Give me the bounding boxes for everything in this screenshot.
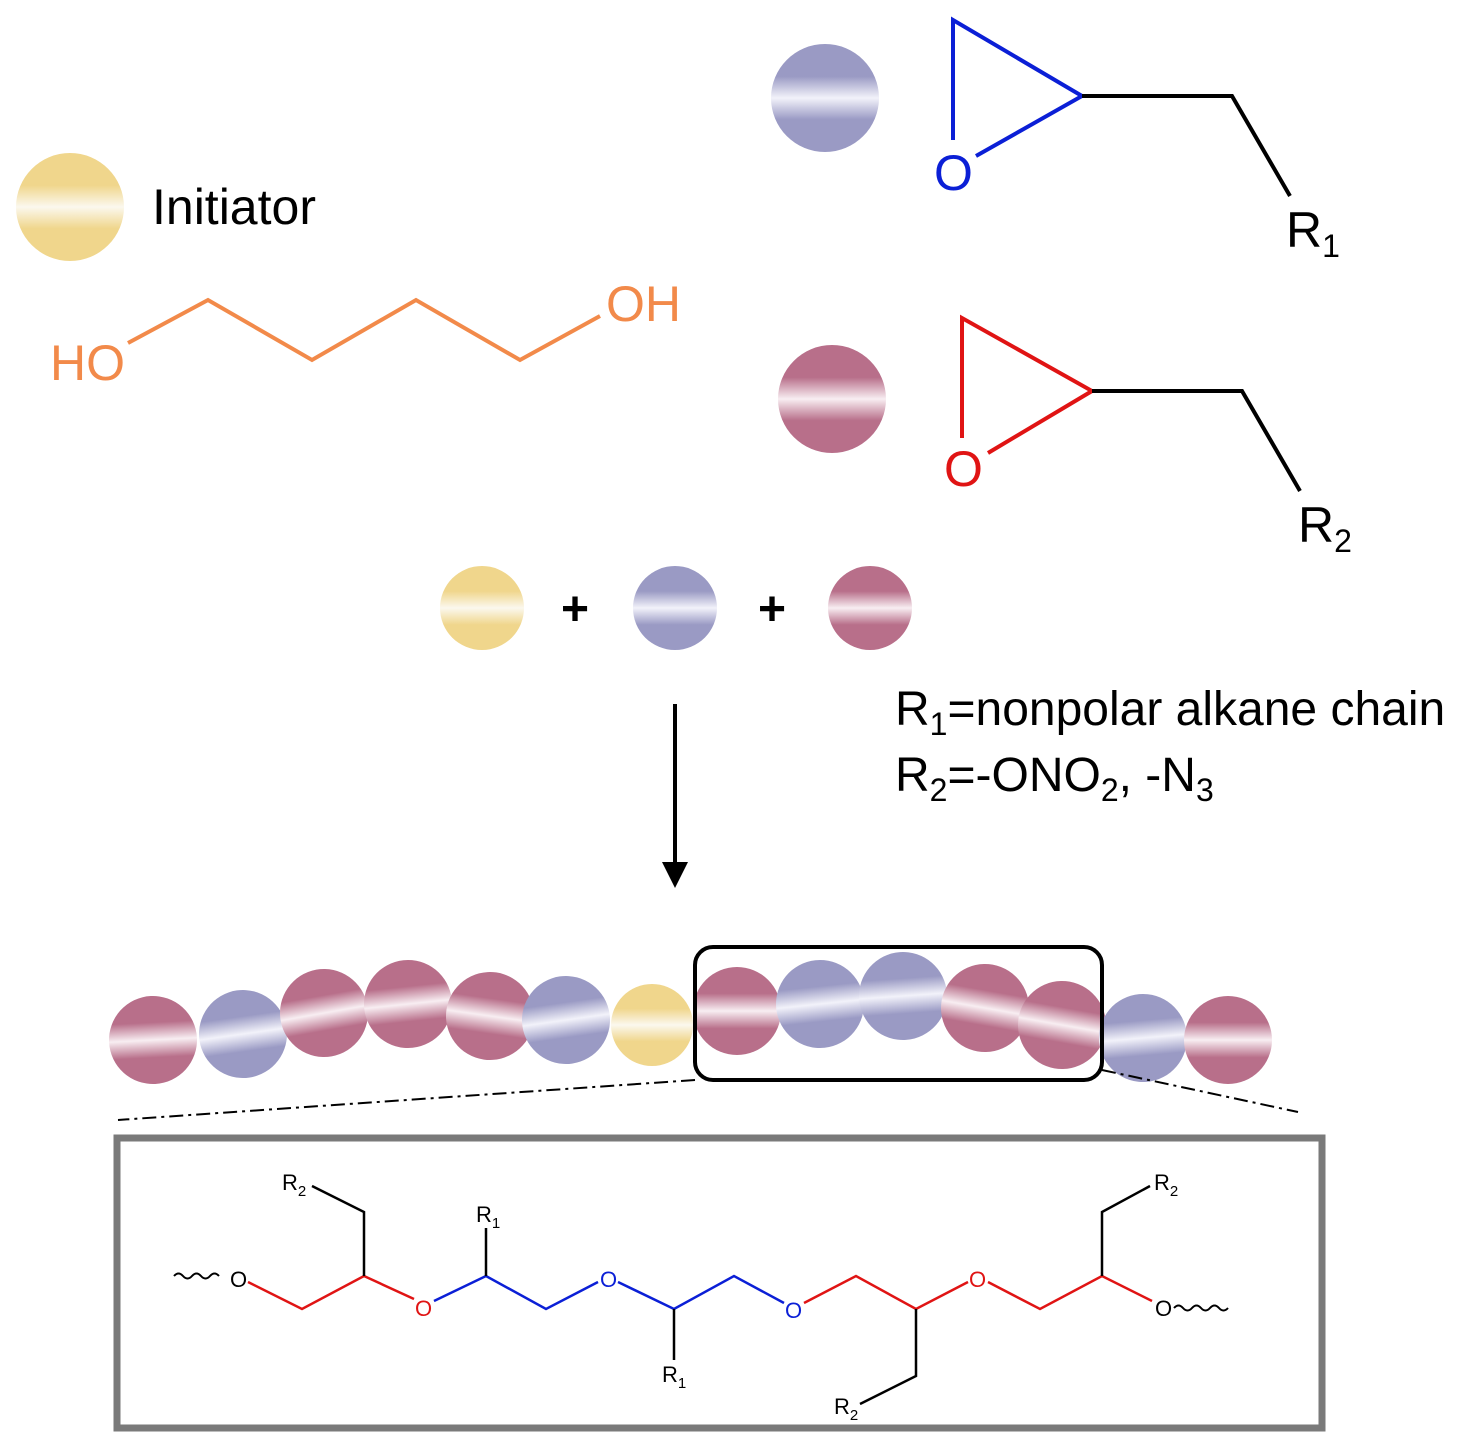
chain-bead-monomer-1 xyxy=(859,952,947,1040)
plus-sign-2: + xyxy=(758,583,786,636)
plus-sign-1: + xyxy=(561,583,589,636)
zoom-substituent-r2-right: R2 xyxy=(1154,1170,1178,1200)
zoom-line-left xyxy=(117,1079,696,1121)
monomer-2-bead xyxy=(778,345,886,453)
hydroxyl-right-label: OH xyxy=(606,276,681,332)
r1-definition: R1=nonpolar alkane chain xyxy=(895,683,1445,742)
chain-bead-monomer-2 xyxy=(280,969,368,1057)
butanediol-molecule: HO OH xyxy=(50,276,681,391)
chain-bead-monomer-1 xyxy=(1099,994,1187,1082)
chain-bead-monomer-1 xyxy=(522,976,610,1064)
zoom-line-right xyxy=(1101,1069,1299,1113)
chain-bead-monomer-2 xyxy=(1184,996,1272,1084)
reactant-monomer-1-bead xyxy=(633,566,717,650)
chain-end-wavy-left xyxy=(173,1272,220,1280)
chain-bead-monomer-2 xyxy=(693,967,781,1055)
zoom-oxygen-3: O xyxy=(600,1267,617,1292)
hydroxyl-left-label: HO xyxy=(50,335,125,391)
zoom-oxygen-2: O xyxy=(415,1296,432,1321)
reactant-monomer-2-bead xyxy=(828,566,912,650)
reactant-initiator-bead xyxy=(440,566,524,650)
zoom-oxygen-5: O xyxy=(969,1267,986,1292)
zoom-substituent-r1-top: R1 xyxy=(476,1202,500,1232)
chain-bead-monomer-2 xyxy=(941,964,1029,1052)
zoom-oxygen-6: O xyxy=(1155,1296,1172,1321)
chain-segment-highlight xyxy=(693,945,1104,1082)
initiator-label: Initiator xyxy=(152,179,316,235)
chain-bead-initiator xyxy=(611,984,693,1066)
epoxide-2-substituent: R2 xyxy=(1298,497,1352,559)
chain-bead-monomer-2 xyxy=(446,972,534,1060)
zoomed-polyether-structure: O O O O O O R2 R1 R1 R2 R2 xyxy=(173,1170,1229,1424)
epoxide-1-substituent: R1 xyxy=(1286,202,1340,264)
chain-bead-monomer-2 xyxy=(109,996,197,1084)
r2-definition: R2=-ONO2, -N3 xyxy=(895,749,1214,808)
monomer-1-bead xyxy=(771,44,879,152)
chain-end-wavy-right xyxy=(1173,1304,1229,1312)
chain-bead-monomer-2 xyxy=(364,960,452,1048)
epoxide-2-molecule: O R2 xyxy=(944,314,1352,559)
zoom-substituent-r2-bottom: R2 xyxy=(834,1394,858,1424)
chain-bead-monomer-2 xyxy=(1018,981,1106,1069)
zoom-oxygen-4: O xyxy=(785,1298,802,1323)
initiator-bead xyxy=(16,153,124,261)
epoxide-2-oxygen: O xyxy=(944,441,983,497)
epoxide-1-molecule: O R1 xyxy=(934,16,1340,264)
down-arrow-icon xyxy=(662,704,688,888)
polymer-chain xyxy=(109,952,1272,1084)
epoxide-1-oxygen: O xyxy=(934,145,973,201)
chain-bead-monomer-1 xyxy=(199,990,287,1078)
zoom-substituent-r1-bottom: R1 xyxy=(662,1362,686,1392)
zoom-substituent-r2-left: R2 xyxy=(282,1170,306,1200)
zoom-oxygen-1: O xyxy=(230,1267,247,1292)
chain-bead-monomer-1 xyxy=(776,960,864,1048)
